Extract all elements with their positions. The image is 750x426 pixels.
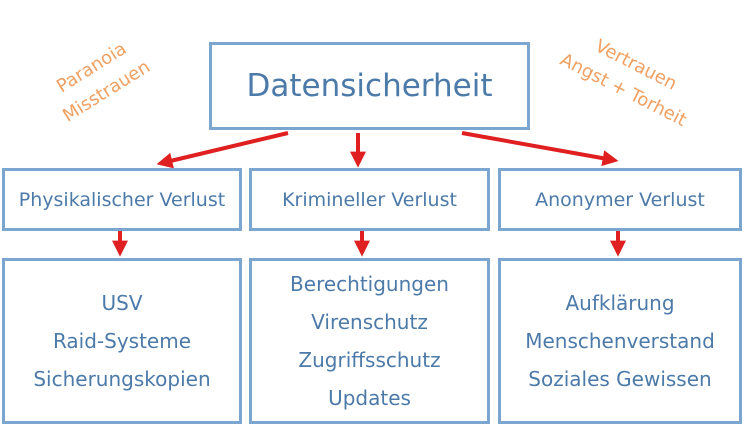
- measure-item: Sicherungskopien: [33, 367, 211, 391]
- category-label: Anonymer Verlust: [535, 188, 705, 211]
- measure-item: Updates: [328, 386, 411, 410]
- measures-node-physical: USV Raid-Systeme Sicherungskopien: [2, 258, 242, 424]
- category-label: Physikalischer Verlust: [18, 188, 226, 211]
- category-node-physical: Physikalischer Verlust: [2, 168, 242, 231]
- measure-item: Aufklärung: [565, 291, 675, 315]
- measure-item: Menschenverstand: [525, 329, 715, 353]
- measures-node-anonymous: Aufklärung Menschenverstand Soziales Gew…: [498, 258, 742, 424]
- category-node-anonymous: Anonymer Verlust: [498, 168, 742, 231]
- category-label: Krimineller Verlust: [282, 188, 457, 211]
- measure-item: Soziales Gewissen: [528, 367, 712, 391]
- arrow-top-to-anonymous: [461, 131, 619, 167]
- root-node-datensicherheit: Datensicherheit: [209, 42, 530, 130]
- measure-item: USV: [101, 291, 143, 315]
- category-node-criminal: Krimineller Verlust: [249, 168, 490, 231]
- measure-item: Berechtigungen: [290, 272, 449, 296]
- arrow-top-to-physical: [156, 131, 289, 169]
- measure-item: Raid-Systeme: [52, 329, 192, 353]
- measure-item: Zugriffsschutz: [298, 348, 441, 372]
- root-node-label: Datensicherheit: [246, 68, 493, 104]
- measures-node-criminal: Berechtigungen Virenschutz Zugriffsschut…: [249, 258, 490, 424]
- measure-item: Virenschutz: [311, 310, 428, 334]
